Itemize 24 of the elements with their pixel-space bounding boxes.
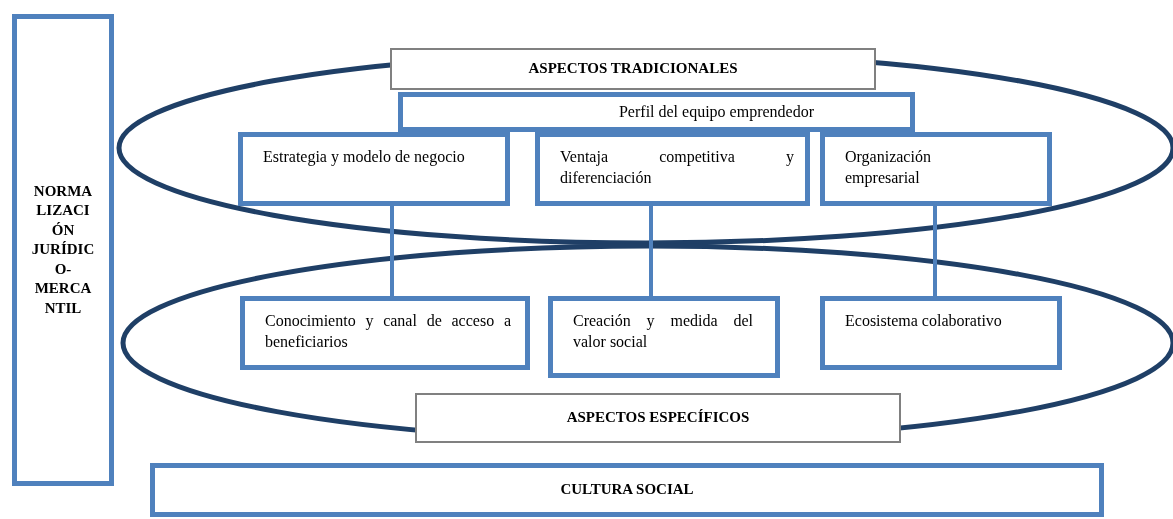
panel-label: NORMA LIZACI ÓN JURÍDIC O- MERCA NTIL [30,181,96,318]
connector-line [390,206,394,296]
side-panel [12,14,114,486]
band-label: CULTURA SOCIAL [560,480,694,500]
base-band [150,463,1104,517]
box-label: Creación y medida del valor social [573,311,753,352]
section-heading-box [390,48,876,90]
process-box [240,296,530,370]
section-heading: ASPECTOS TRADICIONALES [528,59,738,79]
box-label: Estrategia y modelo de negocio [263,147,466,168]
process-box [238,132,510,206]
process-box [820,296,1062,370]
connector-line [649,206,653,296]
process-box [398,92,915,132]
box-label: Ecosistema colaborativo [845,311,1003,331]
box-label: Organización empresarial [845,147,932,189]
process-box [535,132,810,206]
section-heading: ASPECTOS ESPECÍFICOS [566,408,750,428]
box-label: Ventaja competitiva y diferenciación [560,147,794,188]
connector-line [933,206,937,296]
process-box [548,296,780,378]
process-box [820,132,1052,206]
box-label: Conocimiento y canal de acceso a beneficiarios [265,311,511,352]
box-label: Perfil del equipo emprendedor [617,101,814,123]
